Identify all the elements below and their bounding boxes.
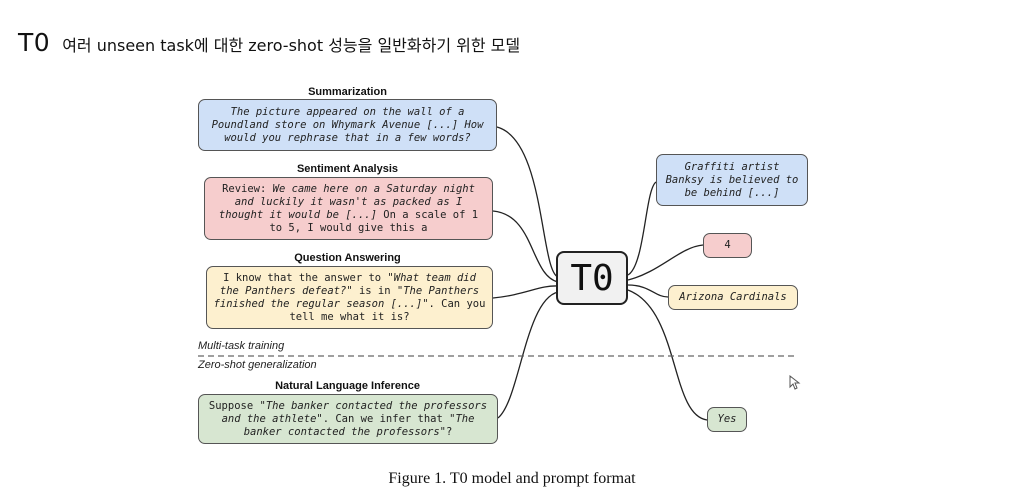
prompt-segment: The picture appeared on the wall of a Po… (211, 105, 484, 144)
section-title-sentiment-analysis: Sentiment Analysis (296, 163, 399, 175)
input-box-summarization: The picture appeared on the wall of a Po… (198, 99, 497, 151)
prompt-segment: " is in " (346, 284, 404, 297)
prompt-segment: "? (439, 425, 453, 438)
connector-out-4 (627, 244, 704, 281)
figure-caption: Figure 1. T0 model and prompt format (388, 470, 636, 487)
connector-out-arizona (627, 284, 669, 298)
input-text-sentiment: Review: We came here on a Saturday night… (211, 183, 486, 235)
section-title-nli: Natural Language Inference (275, 380, 420, 392)
output-box-4: 4 (703, 233, 752, 258)
label-multitask-training: Multi-task training (198, 340, 285, 352)
input-box-qa: I know that the answer to "What team did… (206, 266, 493, 329)
connector-summarization (496, 126, 559, 278)
connector-nli (497, 291, 559, 419)
output-box-yes: Yes (707, 407, 747, 432)
slide-title: T0 여러 unseen task에 대한 zero-shot 성능을 일반화하… (18, 28, 520, 57)
prompt-segment: Suppose " (208, 399, 266, 412)
prompt-segment: We came here on a Saturday night and luc… (218, 182, 475, 221)
input-box-sentiment: Review: We came here on a Saturday night… (204, 177, 493, 240)
output-box-banksy: Graffiti artist Banksy is believed to be… (656, 154, 808, 206)
prompt-segment: On a scale of 1 to 5, I would give this … (269, 208, 479, 234)
prompt-segment: The banker contacted the professors (243, 412, 475, 438)
section-title-question-answering: Question Answering (294, 252, 401, 264)
prompt-segment: ". Can we infer that " (316, 412, 456, 425)
t0-model-box: T0 (556, 251, 628, 305)
prompt-segment: What team did the Panthers defeat? (219, 271, 476, 297)
mouse-cursor-icon (789, 375, 801, 390)
label-zeroshot-generalization: Zero-shot generalization (198, 359, 317, 371)
connector-sentiment (492, 210, 559, 283)
connector-out-yes (627, 289, 708, 421)
input-text-qa: I know that the answer to "What team did… (213, 272, 486, 324)
section-title-summarization: Summarization (308, 86, 387, 98)
prompt-segment: The banker contacted the professors and … (221, 399, 488, 425)
prompt-segment: ". Can you tell me what it is? (289, 297, 486, 323)
prompt-segment: I know that the answer to " (223, 271, 394, 284)
prompt-segment: The Panthers finished the regular season… (213, 284, 480, 310)
connector-out-banksy (627, 181, 657, 276)
t0-logo-text: T0 (18, 28, 51, 57)
input-box-nli: Suppose "The banker contacted the profes… (198, 394, 498, 444)
output-box-arizona: Arizona Cardinals (668, 285, 798, 310)
input-text-summarization: The picture appeared on the wall of a Po… (205, 106, 490, 145)
input-text-nli: Suppose "The banker contacted the profes… (205, 400, 491, 439)
prompt-segment: Review: (222, 182, 273, 195)
connector-qa (492, 285, 559, 299)
slide-subtitle: 여러 unseen task에 대한 zero-shot 성능을 일반화하기 위… (62, 36, 521, 55)
